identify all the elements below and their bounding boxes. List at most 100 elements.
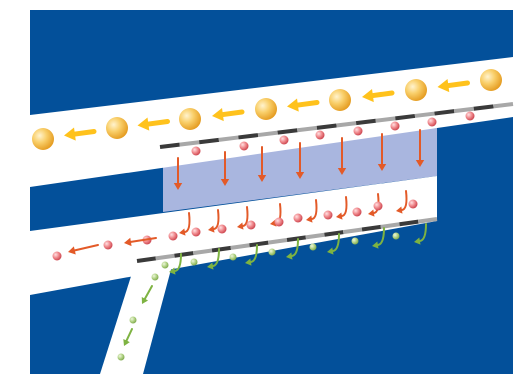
membrane-segment xyxy=(395,113,416,121)
lower-red-particles xyxy=(52,199,418,261)
tiny-particle xyxy=(392,232,400,240)
transfer-flow-arrows xyxy=(173,129,425,190)
yellow-flow-arrow xyxy=(362,89,395,103)
down-flow-arrow xyxy=(295,142,305,179)
arrow-head xyxy=(257,175,267,182)
small-particle xyxy=(191,146,201,156)
tiny-particle xyxy=(161,261,169,269)
membrane-segment xyxy=(238,133,259,140)
arrow-shaft xyxy=(295,100,320,108)
small-particle xyxy=(274,217,284,227)
large-particle xyxy=(480,69,502,91)
curved-red-arrow xyxy=(396,190,408,214)
yellow-flow-arrow xyxy=(287,98,320,112)
arrow-head xyxy=(173,183,183,190)
arrow-shaft xyxy=(445,80,470,89)
curved-red-arrow xyxy=(306,199,318,223)
tiny-particle xyxy=(151,273,159,281)
arrow-shaft xyxy=(241,206,249,228)
membrane-segment xyxy=(198,137,220,145)
arrow-shaft xyxy=(400,190,408,212)
arrow-shaft xyxy=(340,196,348,218)
arrow-shaft xyxy=(370,90,395,99)
membrane-segment xyxy=(192,248,213,256)
membrane-segment xyxy=(174,251,194,258)
membrane-segment xyxy=(355,118,376,126)
yellow-flow-arrow xyxy=(137,117,170,131)
arrow-shaft xyxy=(173,253,182,273)
membrane-segment xyxy=(257,130,278,138)
membrane-segment xyxy=(305,232,325,240)
small-particle xyxy=(315,130,325,140)
down-flow-arrow xyxy=(257,146,267,182)
curved-green-arrow xyxy=(207,248,220,270)
down-flow-arrow xyxy=(377,133,387,171)
arrow-head xyxy=(414,237,421,245)
down-flow-arrow xyxy=(415,129,425,167)
membrane-segment xyxy=(179,140,200,147)
arrow-shaft xyxy=(143,285,153,300)
lower-channel xyxy=(30,176,437,295)
membrane-segment xyxy=(375,116,396,123)
curved-green-arrow xyxy=(169,253,182,275)
down-flow-arrow xyxy=(337,137,347,175)
curved-red-arrow xyxy=(208,209,220,233)
arrow-shaft xyxy=(183,212,191,234)
outlet-channel xyxy=(100,262,173,374)
arrow-head xyxy=(179,228,186,236)
arrow-head xyxy=(336,212,343,220)
arrow-head xyxy=(377,164,387,171)
membrane-segment xyxy=(453,106,475,114)
green-particles xyxy=(117,232,400,361)
membrane-segment xyxy=(267,238,288,245)
arrow-head xyxy=(306,215,313,223)
large-particle xyxy=(32,128,54,150)
arrow-head xyxy=(207,262,214,270)
upper-membrane xyxy=(159,102,514,149)
arrow-head xyxy=(362,89,374,103)
arrow-shaft xyxy=(290,238,299,258)
tiny-particle xyxy=(190,258,198,266)
arrow-shaft xyxy=(212,209,220,231)
arrow-shaft xyxy=(220,109,245,118)
membrane-segment xyxy=(434,109,455,116)
arrow-head xyxy=(123,339,130,346)
arrow-head xyxy=(396,206,403,214)
arrow-head xyxy=(220,179,230,186)
permeate-particles xyxy=(191,111,475,156)
small-particle xyxy=(217,224,227,234)
arrow-head xyxy=(141,297,149,304)
arrow-head xyxy=(124,237,132,247)
membrane-segment xyxy=(159,142,180,149)
outlet-flow-arrow xyxy=(123,328,133,346)
small-particle xyxy=(239,141,249,151)
yellow-flow-arrow xyxy=(212,108,245,122)
arrow-head xyxy=(327,247,334,255)
membrane-segment xyxy=(155,253,175,261)
tiny-particle xyxy=(117,353,125,361)
arrow-head xyxy=(64,127,76,141)
arrow-shaft xyxy=(310,199,318,221)
membrane-segment xyxy=(414,111,435,118)
arrow-head xyxy=(212,108,224,122)
arrow-head xyxy=(137,117,150,131)
arrow-head xyxy=(68,246,76,255)
yellow-flow-arrow xyxy=(437,79,470,93)
membrane-segment xyxy=(324,230,344,237)
small-particle xyxy=(52,251,62,261)
membrane-segment xyxy=(218,135,239,142)
small-particle xyxy=(427,117,437,127)
tiny-particle xyxy=(268,248,276,256)
membrane-segment xyxy=(277,128,298,135)
arrow-shaft xyxy=(72,129,97,137)
arrow-head xyxy=(337,168,347,175)
down-flow-arrow xyxy=(220,151,230,186)
membrane-segment xyxy=(316,123,337,130)
membrane-segment xyxy=(297,125,318,133)
curved-green-arrow xyxy=(245,244,258,266)
large-particle xyxy=(405,79,427,101)
lower-membrane xyxy=(136,217,438,263)
membrane-segment xyxy=(493,102,514,109)
small-particle xyxy=(465,111,475,121)
arrow-shaft xyxy=(73,244,99,252)
